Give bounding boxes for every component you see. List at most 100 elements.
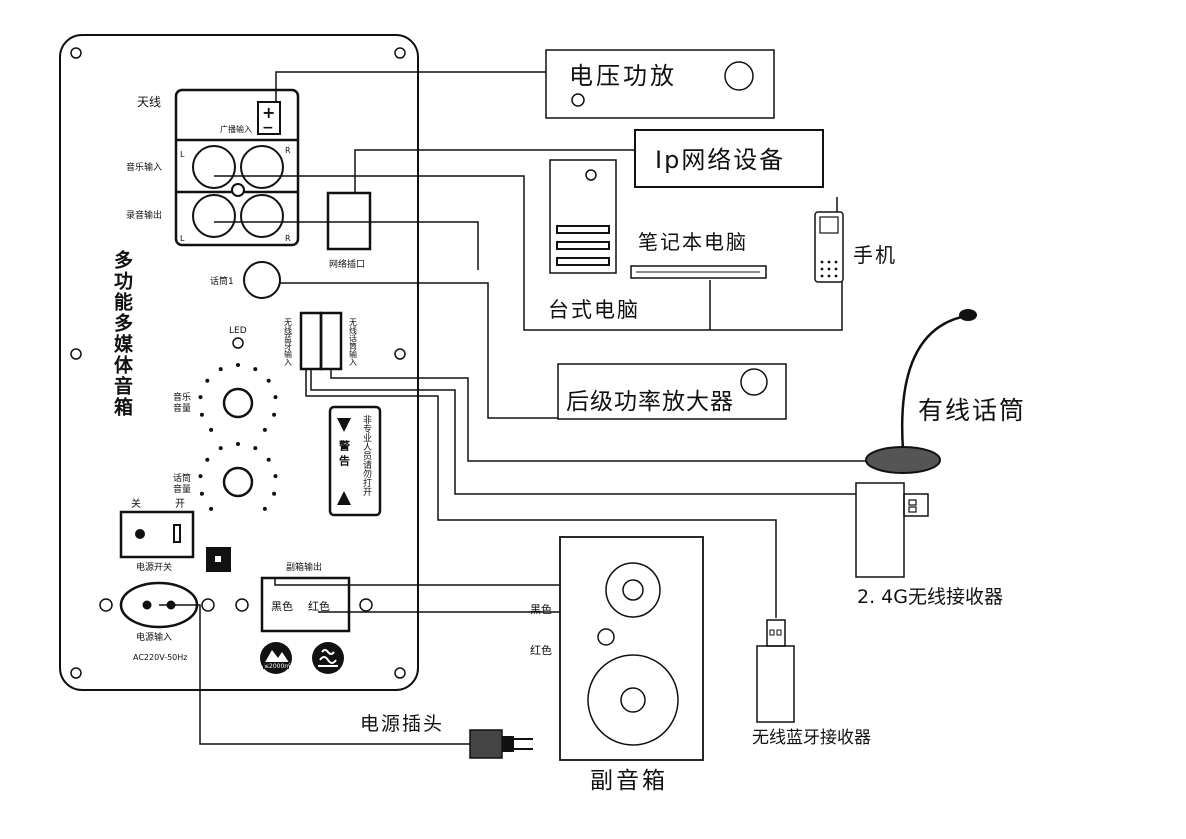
scale-dot xyxy=(199,412,204,417)
scale-dot xyxy=(272,491,277,496)
sub-output-label: 副箱输出 xyxy=(286,561,322,573)
mic-volume-knob[interactable] xyxy=(222,466,254,498)
minus-sign: − xyxy=(262,120,274,136)
wires xyxy=(159,71,868,745)
scale-dot xyxy=(273,474,278,479)
music-input-left-jack[interactable] xyxy=(192,145,236,189)
wired-mic-icon xyxy=(865,309,977,474)
sub-output-terminal[interactable] xyxy=(260,576,351,633)
warning-triangle-icon xyxy=(337,418,351,432)
network-port[interactable] xyxy=(326,191,372,251)
music-input-label: 音乐输入 xyxy=(126,161,162,173)
ip-network-label: Ip网络设备 xyxy=(655,146,785,174)
power-switch-label: 电源开关 xyxy=(136,561,172,573)
phone-label: 手机 xyxy=(853,243,897,267)
record-right-label: R xyxy=(285,234,291,243)
scale-dot xyxy=(273,395,278,400)
mic-volume-scale xyxy=(198,442,278,511)
power-plug-label: 电源插头 xyxy=(360,713,444,735)
sub-output-black-label: 黑色 xyxy=(271,599,293,613)
warning-label: 警 告 非专业人员请勿打开 xyxy=(328,405,382,517)
phone-icon xyxy=(814,197,844,283)
mic1-label: 话筒1 xyxy=(210,275,234,287)
screw-hole xyxy=(235,598,249,612)
scale-dot xyxy=(205,457,210,462)
screw-hole xyxy=(394,47,406,59)
switch-off-label: 关 xyxy=(131,497,141,510)
ip-network-device xyxy=(634,129,824,188)
rear-amp-device xyxy=(557,363,787,420)
music-volume-scale xyxy=(198,363,278,432)
scale-dot xyxy=(199,491,204,496)
switch-on-label: 开 xyxy=(175,499,185,510)
scale-dot xyxy=(253,367,258,372)
led-label: LED xyxy=(229,326,247,336)
tropical-cert-icon xyxy=(312,642,344,674)
screw-hole xyxy=(70,667,82,679)
speaker-back-panel xyxy=(59,34,419,691)
warning-text: 非专业人员请勿打开 xyxy=(361,414,372,497)
scale-dot xyxy=(236,363,240,367)
wireless-mic-input-port[interactable] xyxy=(319,311,343,371)
speaker-black-label: 黑色 xyxy=(530,602,552,616)
led-indicator xyxy=(232,337,244,349)
panel-title: 多功能多媒体音箱 xyxy=(111,249,133,418)
bluetooth-receiver-label: 无线蓝牙接收器 xyxy=(752,728,871,748)
music-volume-label-1: 音乐 xyxy=(173,391,191,403)
mic-volume-label-2: 音量 xyxy=(173,483,191,495)
scale-dot xyxy=(262,506,267,511)
screw-hole xyxy=(394,667,406,679)
record-output-label: 录音输出 xyxy=(126,209,162,221)
mic-volume-label-1: 话筒 xyxy=(173,472,191,484)
power-switch[interactable] xyxy=(119,510,195,559)
music-input-right-jack[interactable] xyxy=(240,145,284,189)
wireless-mic-input-label: 无线话筒输入 xyxy=(349,318,358,366)
screw-hole xyxy=(70,348,82,360)
receiver-24g-label: 2. 4G无线接收器 xyxy=(857,586,1003,608)
scale-dot xyxy=(266,457,271,462)
record-output-left-jack[interactable] xyxy=(192,194,236,238)
broadcast-input-label: 广播输入 xyxy=(220,124,252,134)
power-input-label: 电源输入 xyxy=(136,631,172,643)
scale-dot xyxy=(218,446,223,451)
scale-dot xyxy=(209,427,214,432)
mic1-jack[interactable] xyxy=(243,261,281,299)
scale-dot xyxy=(198,395,203,400)
switch-off-dot xyxy=(135,529,145,539)
svg-text:≤2000m: ≤2000m xyxy=(264,663,290,670)
sub-speaker-icon xyxy=(559,536,704,761)
bluetooth-receiver-icon xyxy=(756,619,795,723)
switch-on-bar xyxy=(173,524,181,543)
desktop-pc-icon xyxy=(549,159,617,274)
speaker-red-label: 红色 xyxy=(530,643,552,657)
wireless-bt-input-label: 无线蓝牙输入 xyxy=(284,318,293,366)
ac-spec-label: AC220V-50Hz xyxy=(133,653,187,662)
scale-dot xyxy=(262,427,267,432)
voltage-amp-label: 电压功放 xyxy=(569,62,677,90)
wired-mic-label: 有线话筒 xyxy=(918,396,1026,425)
screw-hole xyxy=(359,598,373,612)
scale-dot xyxy=(266,378,271,383)
warning-title: 警 告 xyxy=(338,439,352,467)
altitude-cert-icon: ≤2000m xyxy=(260,642,292,674)
network-port-label: 网络插口 xyxy=(329,258,365,270)
screw-hole xyxy=(70,47,82,59)
record-left-label: L xyxy=(180,234,185,243)
music-volume-label-2: 音量 xyxy=(173,402,191,414)
broadcast-terminal xyxy=(257,101,281,135)
voltage-amp-device xyxy=(545,49,775,119)
scale-dot xyxy=(209,506,214,511)
wireless-bt-input-port[interactable] xyxy=(299,311,323,371)
music-volume-knob[interactable] xyxy=(222,387,254,419)
record-output-right-jack[interactable] xyxy=(240,194,284,238)
scale-dot xyxy=(218,367,223,372)
music-left-label: L xyxy=(180,150,185,159)
scale-dot xyxy=(272,412,277,417)
desktop-label: 台式电脑 xyxy=(548,298,640,322)
receiver-24g-icon xyxy=(855,482,929,578)
power-plug-icon xyxy=(469,729,533,759)
warning-triangle-icon xyxy=(337,491,351,505)
plus-sign: + xyxy=(262,103,275,122)
scale-dot xyxy=(253,446,258,451)
